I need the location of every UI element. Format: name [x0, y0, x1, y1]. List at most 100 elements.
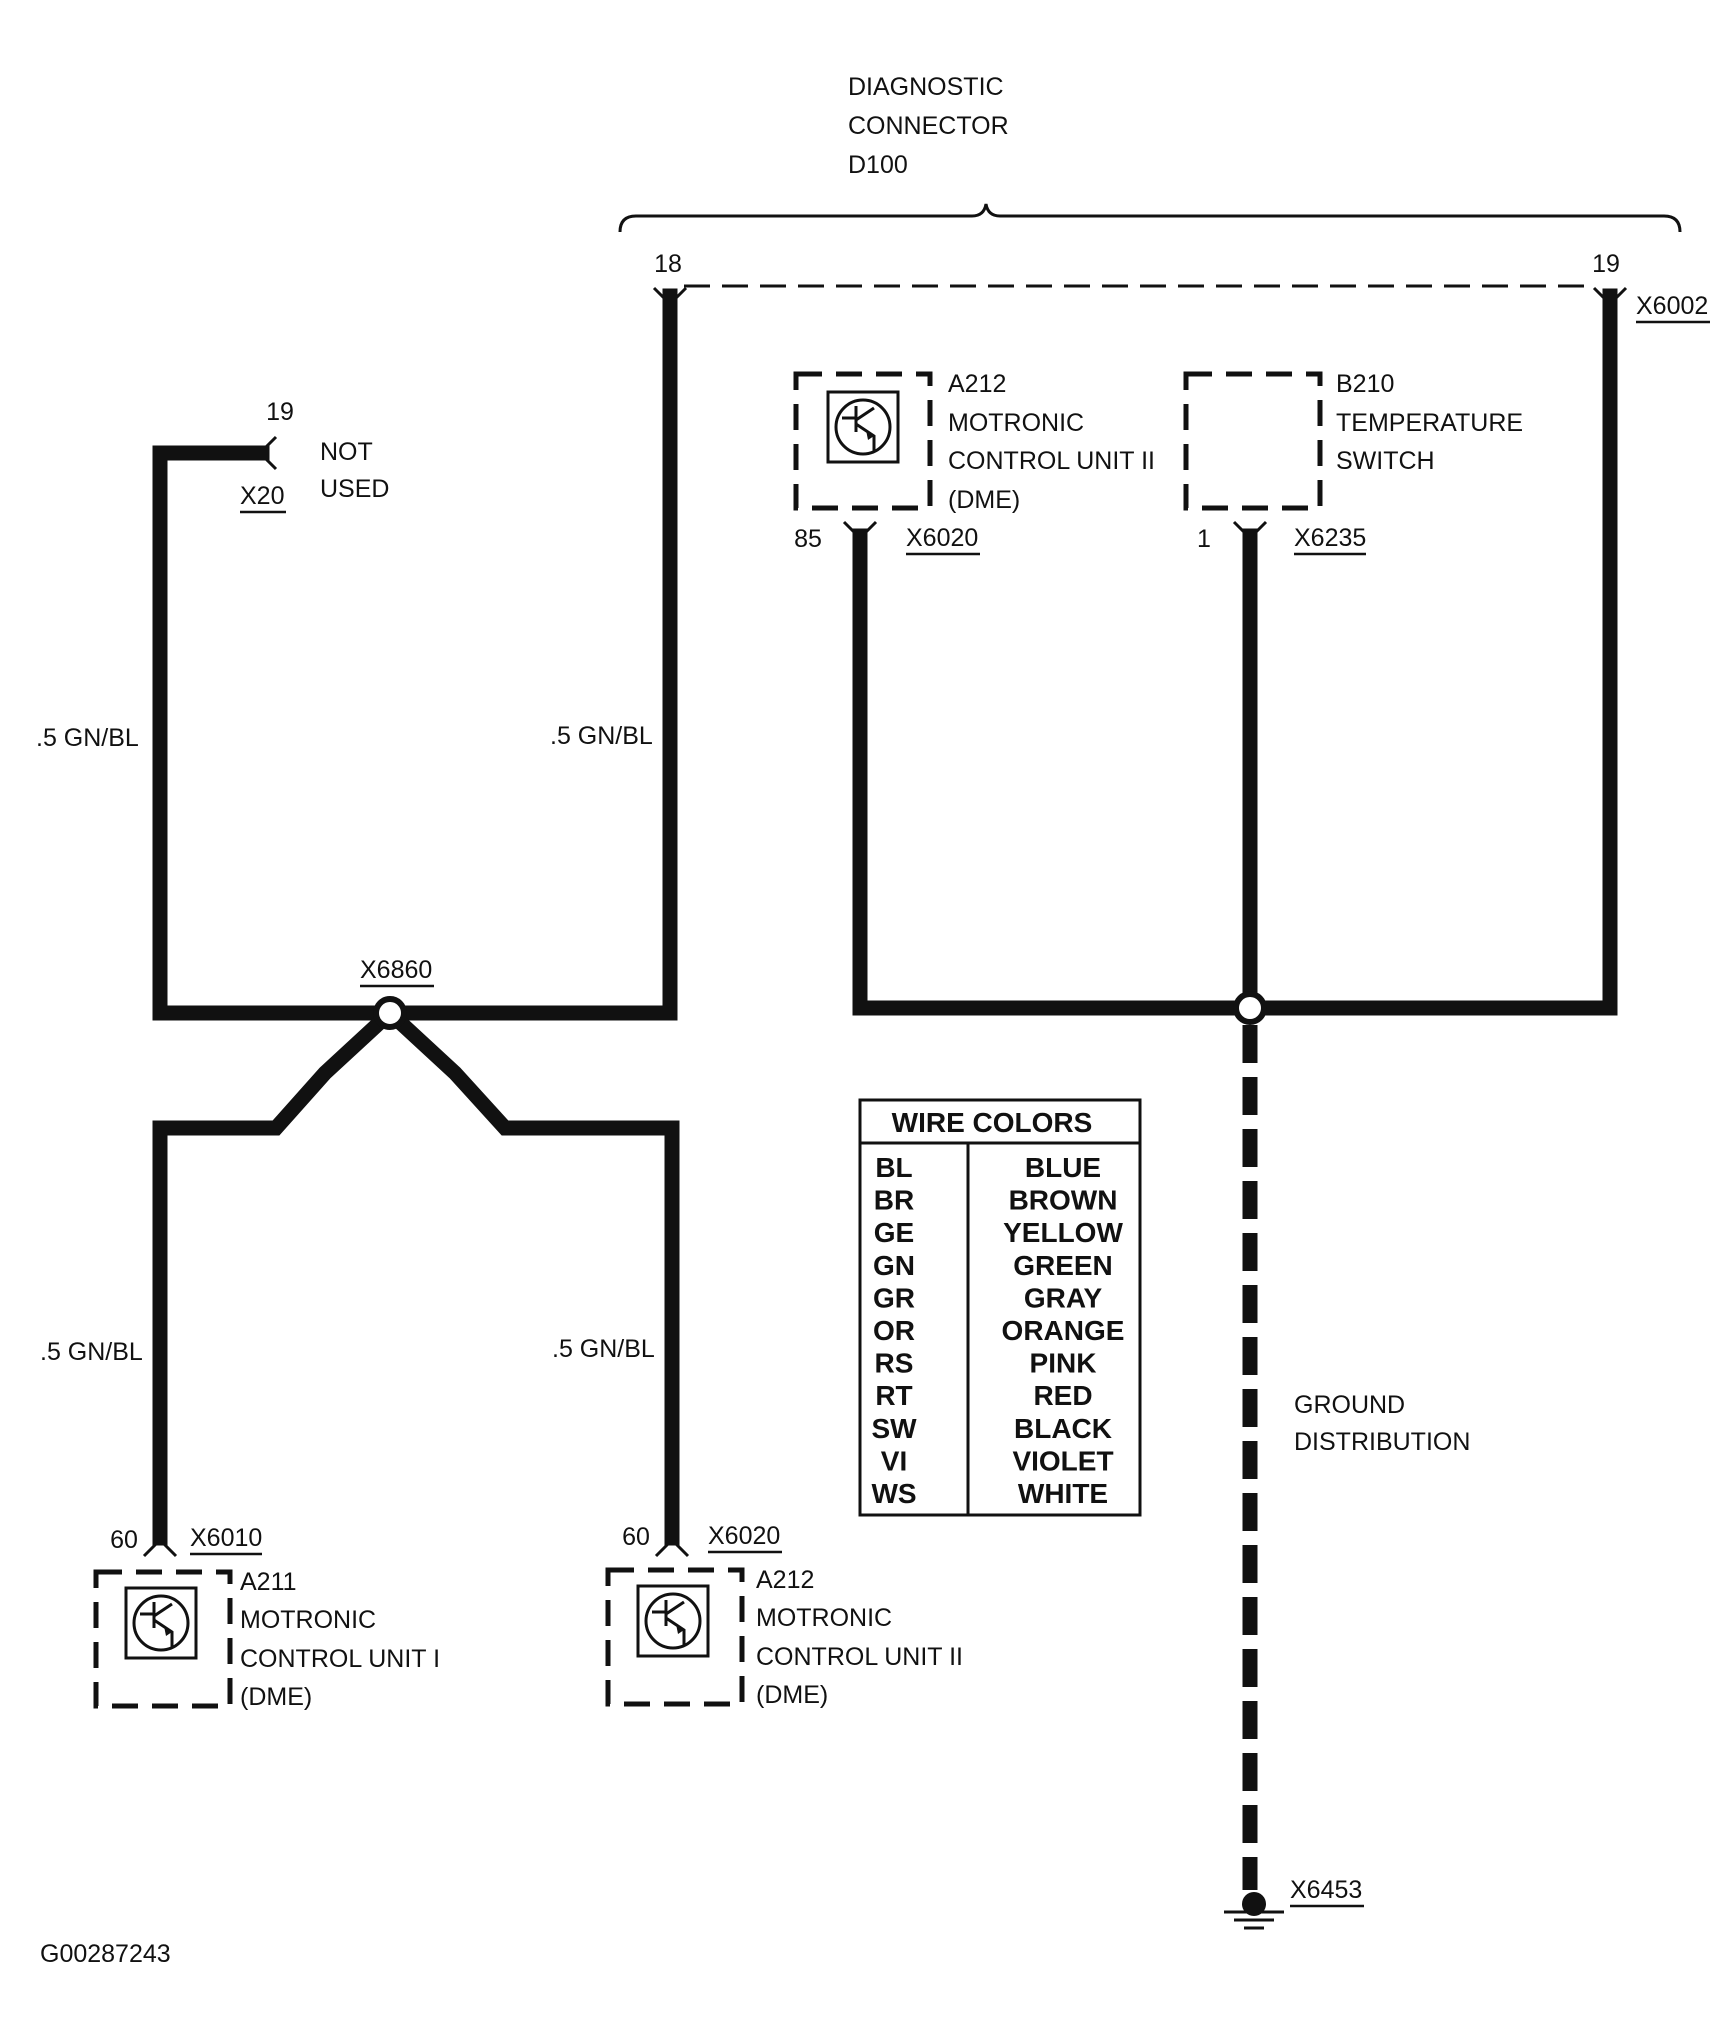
connector-x6860-label: X6860	[360, 956, 432, 984]
ground-distribution-label-2: DISTRIBUTION	[1294, 1428, 1470, 1456]
a212-top-pin-label: 85	[794, 525, 822, 553]
legend-code: VI	[881, 1445, 907, 1476]
not-used-label-2: USED	[320, 475, 389, 503]
a211-pin-label: 60	[110, 1526, 138, 1554]
a212-bottom-label-1: A212	[756, 1566, 814, 1594]
terminal-b210	[1232, 520, 1268, 541]
wire-splice-to-a211	[152, 1002, 401, 1546]
connector-x20-label: X20	[240, 482, 284, 510]
legend-code: WS	[871, 1478, 916, 1509]
legend-color-name: RED	[1033, 1380, 1092, 1411]
a212-top-label-3: CONTROL UNIT II	[948, 447, 1155, 475]
legend-code: BL	[875, 1152, 912, 1183]
b210-label-1: B210	[1336, 370, 1394, 398]
diagnostic-connector-label-2: CONNECTOR	[848, 112, 1009, 140]
component-a212-bottom-box	[605, 1567, 745, 1707]
component-a211-symbol-frame	[124, 1586, 198, 1660]
wire-label-upper-left: .5 GN/BL	[36, 724, 139, 752]
legend-color-name: GREEN	[1013, 1250, 1113, 1281]
wire-x20-to-splice	[152, 445, 678, 1021]
component-a212-top: A212 MOTRONIC CONTROL UNIT II (DME) 85 X…	[793, 370, 1155, 556]
splice-ground	[1233, 991, 1267, 1025]
terminal-x20	[257, 435, 278, 471]
a212-top-label-2: MOTRONIC	[948, 409, 1084, 437]
wire-ground-bus	[852, 288, 1618, 1016]
component-a211-box	[93, 1569, 233, 1709]
terminal-a211	[142, 1537, 178, 1558]
ground-group: GROUND DISTRIBUTION X6453	[1224, 1391, 1470, 1930]
connector-x6002-label: X6002	[1636, 292, 1708, 320]
legend-code: RT	[875, 1380, 912, 1411]
legend-rows: BL BLUE BR BROWN GE YELLOW GN GREEN GR GRAY OR ORAN…	[871, 1152, 1124, 1509]
connector-x6235-label: X6235	[1294, 524, 1366, 552]
a211-label-2: MOTRONIC	[240, 1606, 376, 1634]
a212-bottom-pin-label: 60	[622, 1523, 650, 1551]
ground-distribution-label-1: GROUND	[1294, 1391, 1405, 1419]
b210-pin-label: 1	[1197, 525, 1211, 553]
wire-colors-legend: WIRE COLORS BL BLUE BR BROWN GE YELLOW GN GREEN…	[858, 1098, 1142, 1517]
figure-id: G00287243	[40, 1940, 171, 1968]
terminals	[142, 286, 1628, 1558]
wire-label-lower-mid: .5 GN/BL	[552, 1335, 655, 1363]
wire-label-lower-left: .5 GN/BL	[40, 1338, 143, 1366]
legend-code: GN	[873, 1250, 915, 1281]
x20-group: 19 NOT USED X20	[240, 398, 389, 514]
b210-label-2: TEMPERATURE	[1336, 409, 1523, 437]
pin-19-label: 19	[1592, 250, 1620, 278]
legend-color-name: YELLOW	[1003, 1217, 1123, 1248]
terminal-a212-bottom	[654, 1537, 690, 1558]
legend-code: GE	[874, 1217, 914, 1248]
connector-x6010-label: X6010	[190, 1524, 262, 1552]
connector-x6453-label: X6453	[1290, 1876, 1362, 1904]
component-a212-bottom-symbol-frame	[636, 1584, 710, 1658]
splice-x6860	[373, 996, 407, 1030]
component-a212-top-symbol-frame	[826, 390, 900, 464]
a211-label-1: A211	[240, 1568, 297, 1596]
a212-bottom-label-4: (DME)	[756, 1681, 828, 1709]
wire-label-upper-mid: .5 GN/BL	[550, 722, 653, 750]
legend-code: GR	[873, 1282, 915, 1313]
legend-color-name: BLACK	[1014, 1413, 1112, 1444]
legend-title: WIRE COLORS	[892, 1107, 1093, 1138]
legend-color-name: GRAY	[1024, 1282, 1103, 1313]
component-b210: B210 TEMPERATURE SWITCH 1 X6235	[1183, 370, 1523, 556]
b210-label-3: SWITCH	[1336, 447, 1435, 475]
connector-x6020-bottom-label: X6020	[708, 1522, 780, 1550]
terminal-pin-19	[1592, 286, 1628, 307]
legend-code: OR	[873, 1315, 915, 1346]
a211-label-4: (DME)	[240, 1683, 312, 1711]
terminal-a212-top	[842, 520, 878, 541]
diagnostic-connector-label-1: DIAGNOSTIC	[848, 73, 1004, 101]
transistor-icon	[644, 1592, 702, 1650]
component-b210-box	[1183, 371, 1323, 511]
legend-color-name: ORANGE	[1002, 1315, 1125, 1346]
legend-color-name: BROWN	[1009, 1185, 1118, 1216]
connector-x6020-top-label: X6020	[906, 524, 978, 552]
diagnostic-connector-bracket	[618, 203, 1682, 233]
x20-pin-label: 19	[266, 398, 294, 426]
transistor-icon	[834, 398, 892, 456]
transistor-icon	[132, 1594, 190, 1652]
legend-color-name: BLUE	[1025, 1152, 1101, 1183]
legend-color-name: PINK	[1030, 1348, 1097, 1379]
legend-color-name: VIOLET	[1012, 1445, 1113, 1476]
terminal-pin-18	[652, 286, 688, 307]
ground-icon	[1224, 1892, 1284, 1930]
a212-bottom-label-3: CONTROL UNIT II	[756, 1643, 963, 1671]
legend-code: SW	[871, 1413, 917, 1444]
component-a212-bottom: 60 X6020 A212 MOTRONIC CONTROL UNIT II (…	[605, 1522, 963, 1709]
a211-label-3: CONTROL UNIT I	[240, 1645, 440, 1673]
a212-top-label-1: A212	[948, 370, 1006, 398]
not-used-label-1: NOT	[320, 438, 373, 466]
component-a212-top-box	[793, 371, 933, 511]
legend-code: RS	[875, 1348, 914, 1379]
legend-color-name: WHITE	[1018, 1478, 1108, 1509]
component-a211: 60 X6010 A211 MOTRONIC CONTROL UNIT I (D…	[93, 1524, 440, 1711]
wire-splice-to-a212-bottom	[379, 1002, 680, 1546]
a212-bottom-label-2: MOTRONIC	[756, 1604, 892, 1632]
pin-18-label: 18	[654, 250, 682, 278]
diagnostic-connector-label-3: D100	[848, 151, 908, 179]
legend-frame	[858, 1098, 1142, 1517]
legend-code: BR	[874, 1185, 914, 1216]
